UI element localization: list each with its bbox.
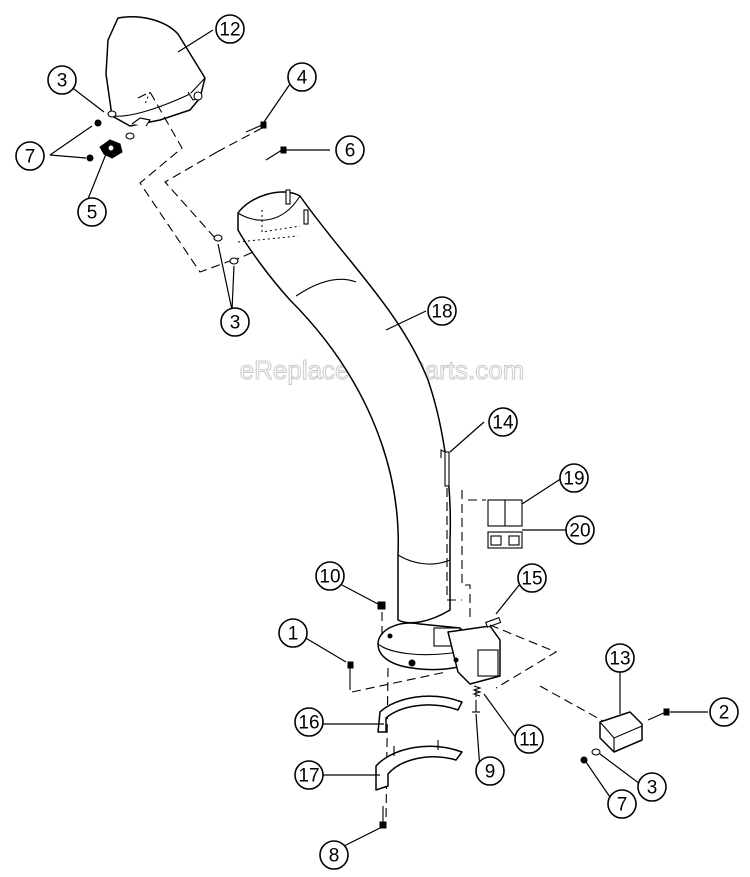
ring-17-part [375,740,463,791]
ring-16-part [377,695,463,733]
callout-number: 14 [492,413,514,434]
callout-circle [47,65,77,95]
bracket-13-part [599,711,643,753]
callout-number: 16 [298,713,319,734]
callout-circle [315,561,345,591]
callout-number: 3 [647,778,658,799]
callout-circle [488,407,518,437]
callout-19: 19 [559,463,589,493]
callout-circle [517,563,547,593]
callout-circle [15,141,45,171]
callout-number: 3 [230,313,241,334]
callout-circle [278,618,308,648]
callout-circle [427,296,457,326]
callout-1: 1 [278,618,308,648]
decal-19-part [487,499,523,527]
callout-number: 7 [25,147,36,168]
callout-number: 10 [319,567,340,588]
callout-number: 18 [431,302,452,323]
deflector-hardware [86,110,135,162]
callout-number: 1 [288,624,299,645]
callout-6: 6 [335,135,365,165]
callout-10: 10 [315,561,345,591]
callout-circle [607,789,637,819]
callout-3: 3 [220,307,250,337]
callout-12: 12 [215,14,245,44]
callout-7: 7 [15,141,45,171]
callout-circle [335,135,365,165]
callout-7: 7 [607,789,637,819]
callout-circle [637,772,667,802]
callout-number: 11 [519,730,539,751]
callout-3: 3 [47,65,77,95]
bolt-6-part [265,146,287,161]
pin-9-part [472,700,480,713]
knob-part [99,139,123,159]
callout-11: 11 [514,724,544,754]
callout-8: 8 [319,840,349,870]
callout-circle [294,707,324,737]
pin-15-part [485,617,502,628]
callout-circle [605,643,635,673]
bracket-hardware [580,748,601,764]
callout-number: 12 [219,20,240,41]
callout-17: 17 [294,760,324,790]
assembly-lines-middle [446,488,486,620]
leader-lines [49,29,708,852]
callout-circle [514,724,544,754]
callout-13: 13 [605,643,635,673]
callout-circle [709,697,739,727]
decal-20-part [487,531,523,549]
callout-number: 3 [57,71,68,92]
callout-number: 9 [485,762,496,783]
bolt-1-part [347,661,354,690]
callout-14: 14 [488,407,518,437]
callout-number: 2 [719,703,730,724]
callout-number: 19 [563,469,584,490]
deflector-part [105,16,206,127]
chute-part [213,189,452,624]
callout-number: 4 [297,68,308,89]
callout-16: 16 [294,707,324,737]
callout-number: 20 [569,521,590,542]
callout-circle [294,760,324,790]
callout-circle [287,62,317,92]
callout-circle [77,197,107,227]
callout-circle [559,463,589,493]
callout-circle [220,307,250,337]
callout-number: 15 [521,569,542,590]
bolt-4-part [245,121,267,133]
callout-circle [475,756,505,786]
callout-number: 17 [298,766,319,787]
callout-number: 13 [609,649,630,670]
base-assembly [377,622,501,685]
callout-circle [215,14,245,44]
callout-circle [319,840,349,870]
bolt-8-part [379,806,387,829]
callout-15: 15 [517,563,547,593]
callout-number: 8 [329,846,340,867]
callout-18: 18 [427,296,457,326]
callout-5: 5 [77,197,107,227]
rod-part [440,449,450,487]
callout-4: 4 [287,62,317,92]
callout-2: 2 [709,697,739,727]
spring-11-part [472,685,482,697]
callout-number: 6 [345,141,356,162]
callout-circle [565,515,595,545]
bolt-2-part [647,708,670,721]
callout-3: 3 [637,772,667,802]
callout-20: 20 [565,515,595,545]
nut-10-part [377,601,386,610]
callout-number: 5 [87,203,98,224]
assembly-lines-top [137,91,276,273]
callout-9: 9 [475,756,505,786]
callout-number: 7 [617,795,628,816]
